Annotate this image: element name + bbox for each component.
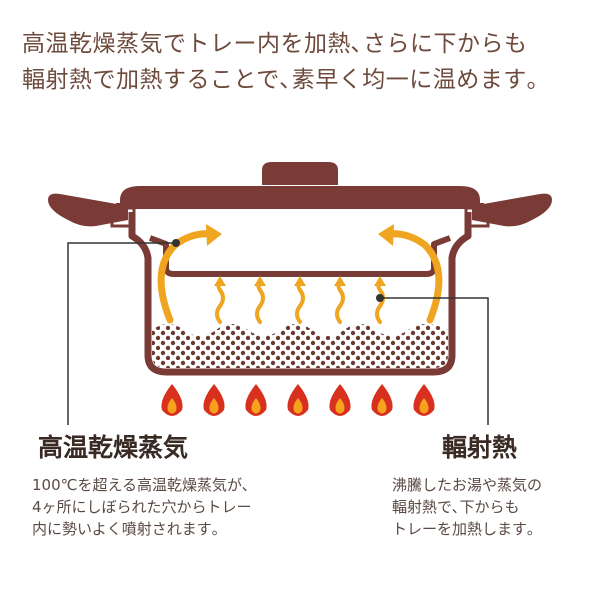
- flame-core: [419, 398, 429, 414]
- steam-arrow-left-head: [206, 224, 222, 246]
- flame-core: [167, 398, 177, 414]
- lid-rim: [116, 203, 484, 209]
- radiant-heat-arrows: [214, 276, 386, 324]
- flame-core: [335, 398, 345, 414]
- boiling-water: [152, 324, 448, 368]
- headline-line-2: 輻射熱で加熱することで､素早く均一に温めます｡: [22, 67, 539, 93]
- tray: [148, 235, 452, 277]
- steam-arrow-icon: [335, 280, 345, 324]
- burner-flames: [161, 384, 435, 416]
- right-leader-line: [380, 297, 489, 425]
- steam-arrow-icon: [215, 280, 225, 324]
- right-callout-title: 輻射熱: [442, 433, 518, 462]
- flame-core: [251, 398, 261, 414]
- flame-core: [377, 398, 387, 414]
- left-callout-title: 高温乾燥蒸気: [38, 433, 189, 462]
- lid-knob: [262, 162, 338, 185]
- steam-arrow-icon: [255, 280, 265, 324]
- steam-arrow-head: [334, 276, 346, 286]
- steam-arrow-right: [384, 230, 443, 324]
- steam-arrow-head: [254, 276, 266, 286]
- left-callout-body: 100℃を超える高温乾燥蒸気が､ 4ヶ所にしぼられた穴からトレー 内に勢いよく噴…: [32, 474, 252, 540]
- right-callout-body: 沸騰したお湯や蒸気の 輻射熱で､下からも トレーを加熱します｡: [392, 474, 542, 540]
- right-callout-line-1: 沸騰したお湯や蒸気の: [392, 476, 543, 494]
- flame-core: [293, 398, 303, 414]
- right-handle: [472, 193, 552, 227]
- steam-arrow-icon: [295, 280, 305, 324]
- left-leader-line: [67, 242, 176, 425]
- steam-arrow-head: [214, 276, 226, 286]
- left-callout-line-2: 4ヶ所にしぼられた穴からトレー: [32, 498, 252, 516]
- left-callout-line-3: 内に勢いよく噴射されます｡: [32, 520, 220, 538]
- steam-arrow-head: [374, 276, 386, 286]
- right-callout-line-2: 輻射熱で､下からも: [392, 498, 520, 516]
- left-handle: [48, 193, 128, 227]
- steam-arrow-head: [294, 276, 306, 286]
- pot-body: [128, 212, 472, 376]
- headline-line-1: 高温乾燥蒸気でトレー内を加熱､さらに下からも: [22, 31, 528, 57]
- right-callout-line-3: トレーを加熱します｡: [392, 520, 535, 538]
- steam-arrow-right-head: [378, 224, 394, 246]
- headline: 高温乾燥蒸気でトレー内を加熱､さらに下からも 輻射熱で加熱することで､素早く均一…: [22, 26, 582, 98]
- flame-core: [209, 398, 219, 414]
- left-callout-line-1: 100℃を超える高温乾燥蒸気が､: [32, 476, 250, 494]
- lid: [120, 186, 480, 206]
